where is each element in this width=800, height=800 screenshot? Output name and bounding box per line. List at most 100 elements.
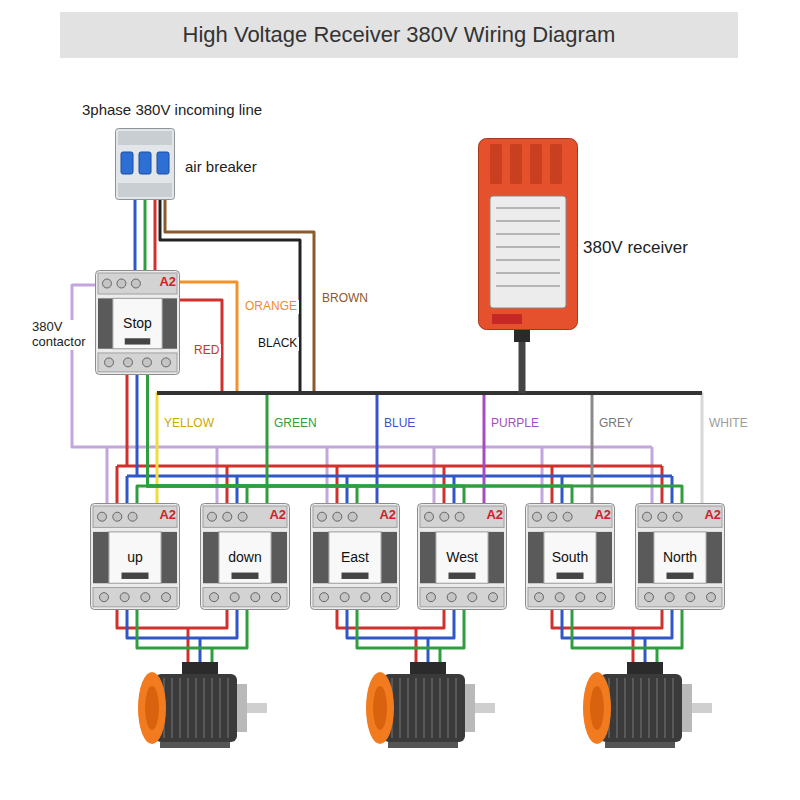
name-plate bbox=[219, 532, 271, 583]
terminal-screw bbox=[597, 593, 606, 602]
wire bbox=[180, 282, 522, 393]
terminal-screw bbox=[658, 512, 667, 521]
breaker-toggle bbox=[139, 152, 151, 174]
terminal-label: A2 bbox=[159, 508, 176, 523]
terminal-strip bbox=[203, 506, 287, 527]
name-plate bbox=[109, 532, 161, 583]
terminal-screw bbox=[686, 593, 695, 602]
breaker-toggle bbox=[157, 152, 169, 174]
control-wire bbox=[180, 300, 222, 393]
contactor-name: East bbox=[341, 549, 369, 565]
contactor-rib bbox=[271, 532, 287, 583]
terminal-screw bbox=[251, 593, 260, 602]
housing-rib bbox=[510, 144, 522, 184]
terminal-screw bbox=[555, 593, 564, 602]
terminal-screw bbox=[238, 512, 247, 521]
title-text: High Voltage Receiver 380V Wiring Diagra… bbox=[60, 12, 738, 58]
contactor-rib bbox=[638, 532, 654, 583]
terminal-strip bbox=[203, 588, 287, 607]
terminal-screw bbox=[665, 593, 674, 602]
contactor: WestA2 bbox=[417, 503, 507, 610]
contactor-rib bbox=[161, 532, 177, 583]
supply-wire bbox=[160, 200, 300, 393]
terminal-screw bbox=[425, 512, 434, 521]
contactor-window bbox=[557, 573, 584, 579]
contactor-rib bbox=[313, 532, 329, 583]
terminal-strip bbox=[528, 588, 612, 607]
terminal-screw bbox=[563, 512, 572, 521]
name-plate bbox=[654, 532, 706, 583]
terminal-screw bbox=[643, 512, 652, 521]
cable-gland bbox=[514, 330, 530, 342]
name-plate bbox=[113, 298, 162, 348]
contactor-window bbox=[449, 573, 476, 579]
panel-line bbox=[496, 272, 560, 274]
terminal-screw bbox=[427, 593, 436, 602]
terminal-screw bbox=[162, 593, 171, 602]
contactor-window bbox=[122, 573, 149, 579]
contactor-rib bbox=[93, 532, 109, 583]
terminal-screw bbox=[576, 593, 585, 602]
terminal-screw bbox=[103, 279, 112, 288]
terminal-screw bbox=[382, 593, 391, 602]
remote-receiver: 380V receiver bbox=[478, 138, 578, 330]
breaker-terminals bbox=[118, 131, 172, 145]
panel-line bbox=[496, 207, 560, 209]
breaker-terminals bbox=[118, 183, 172, 197]
terminal-strip bbox=[98, 273, 177, 294]
contactor-rib bbox=[706, 532, 722, 583]
terminal-screw bbox=[707, 593, 716, 602]
terminal-screw bbox=[100, 593, 109, 602]
contactor: SouthA2 bbox=[525, 503, 615, 610]
contactor-body bbox=[201, 504, 290, 610]
terminal-label: A2 bbox=[486, 508, 503, 523]
motor-symbol bbox=[138, 662, 267, 748]
panel-line bbox=[496, 233, 560, 235]
terminal-screw bbox=[208, 512, 217, 521]
terminal-strip bbox=[638, 506, 722, 527]
motor-wire bbox=[127, 610, 672, 668]
contactor-rib bbox=[98, 298, 113, 348]
terminal-strip bbox=[313, 506, 397, 527]
wire bbox=[157, 330, 522, 503]
breaker-toggle bbox=[121, 152, 133, 174]
terminal-label: A2 bbox=[379, 508, 396, 523]
part-label: 380V receiver bbox=[583, 238, 688, 258]
terminal-screw bbox=[548, 512, 557, 521]
terminal-screw bbox=[535, 593, 544, 602]
terminal-screw bbox=[447, 593, 456, 602]
contactor-rib bbox=[203, 532, 219, 583]
terminal-screw bbox=[320, 593, 329, 602]
terminal-screw bbox=[223, 512, 232, 521]
wire bbox=[144, 200, 147, 270]
wire bbox=[267, 330, 522, 503]
terminal-strip bbox=[420, 506, 504, 527]
panel-line bbox=[496, 220, 560, 222]
contactor-body bbox=[526, 504, 615, 610]
terminal-screw bbox=[673, 512, 682, 521]
terminal-screw bbox=[440, 512, 449, 521]
contactor: downA2 bbox=[200, 503, 290, 610]
contactor-window bbox=[342, 573, 369, 579]
contactor: StopA2 bbox=[95, 270, 180, 375]
part-label: air breaker bbox=[185, 158, 257, 175]
contactor-body bbox=[311, 504, 400, 610]
terminal-strip bbox=[98, 353, 177, 372]
contactor-name: South bbox=[552, 549, 589, 565]
panel-line bbox=[496, 259, 560, 261]
contactor-name: Stop bbox=[123, 315, 152, 331]
terminal-screw bbox=[210, 593, 219, 602]
phase-wire bbox=[134, 200, 137, 270]
name-plate bbox=[436, 532, 488, 583]
terminal-strip bbox=[93, 588, 177, 607]
wire bbox=[522, 330, 702, 503]
terminal-label: A2 bbox=[269, 508, 286, 523]
contactor: NorthA2 bbox=[635, 503, 725, 610]
breaker-body bbox=[116, 129, 175, 200]
terminal-screw bbox=[348, 512, 357, 521]
housing-rib bbox=[490, 144, 502, 184]
terminal-screw bbox=[333, 512, 342, 521]
phase-wire bbox=[154, 200, 157, 270]
